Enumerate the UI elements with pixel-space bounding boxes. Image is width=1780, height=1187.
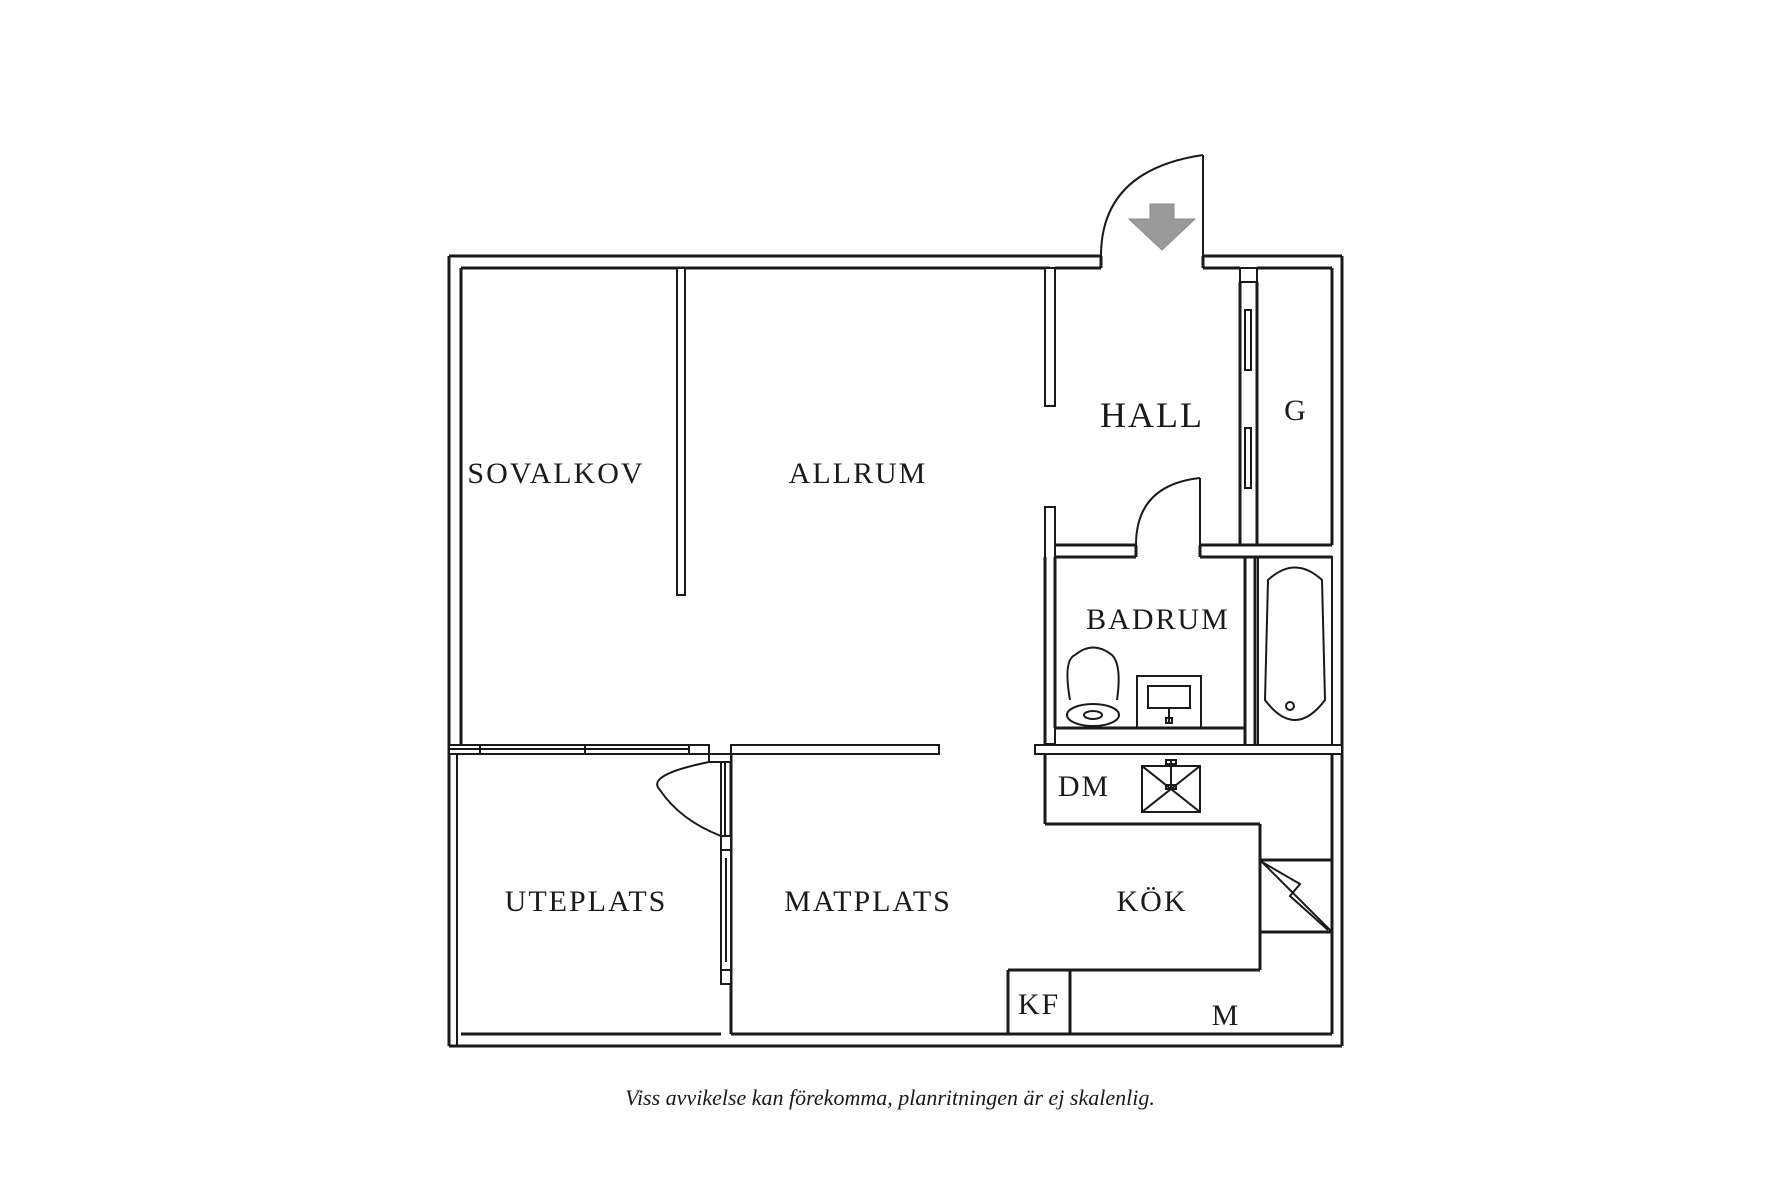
room-label-sovalkov: SOVALKOV [467,457,644,490]
room-label-garderob: G [1284,394,1308,427]
badrum-door [1135,477,1201,546]
room-label-kf: KF [1018,988,1060,1021]
sovalkov-divider [676,267,686,596]
disclaimer-caption: Viss avvikelse kan förekomma, planritnin… [625,1085,1155,1110]
room-label-uteplats: UTEPLATS [505,885,668,918]
uteplats-door [656,761,722,837]
entrance-door [1099,154,1205,268]
badrum-top-wall [1055,543,1332,559]
room-label-allrum: ALLRUM [789,457,928,490]
stove-icon [1259,859,1333,933]
badrum-walls [1043,557,1257,745]
bathtub-icon [1257,556,1333,746]
sink-icon [1136,675,1202,729]
garderob-walls [1238,267,1259,545]
entrance-arrow-icon [1127,203,1197,251]
room-label-dm: DM [1058,770,1110,803]
outer-walls [447,254,1344,1048]
room-label-hall: HALL [1100,395,1204,435]
room-label-kok: KÖK [1117,885,1188,918]
allrum-bottom-wall [448,744,940,763]
room-label-m: M [1212,999,1241,1032]
uteplats-walls [456,754,732,1046]
dishwasher-icon [1141,759,1201,813]
room-label-badrum: BADRUM [1086,603,1230,636]
room-label-matplats: MATPLATS [784,885,952,918]
kitchen-walls [1006,744,1343,1034]
toilet-icon [1066,646,1120,727]
